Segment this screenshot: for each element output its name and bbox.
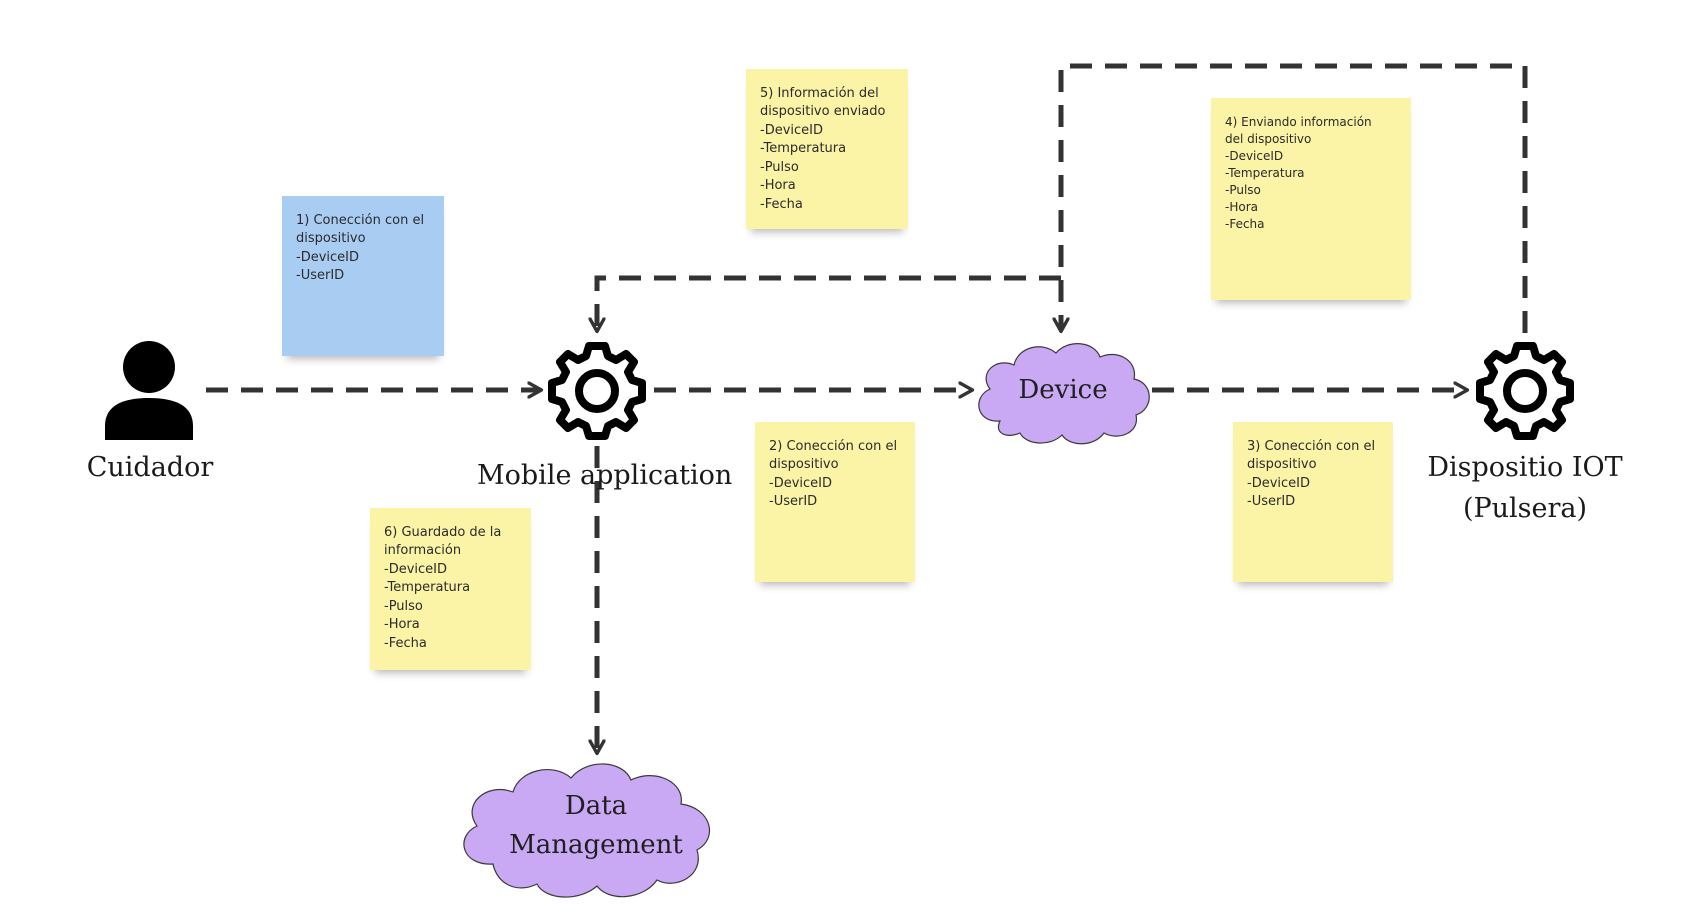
sticky-note-line: dispositivo enviado bbox=[760, 104, 886, 120]
mobile-application-label: Mobile application bbox=[477, 460, 733, 491]
sticky-note-line: -DeviceID bbox=[769, 475, 832, 491]
sticky-note-4[interactable]: 4) Enviando información del dispositivo … bbox=[1211, 98, 1411, 300]
user-icon bbox=[102, 340, 196, 440]
sticky-note-1[interactable]: 1) Conección con el dispositivo -DeviceI… bbox=[282, 196, 444, 356]
connector-device-to-mobile bbox=[597, 275, 1061, 330]
sticky-note-line: -Temperatura bbox=[1225, 166, 1305, 181]
sticky-note-line: -Hora bbox=[384, 617, 420, 633]
device-cloud[interactable] bbox=[970, 335, 1156, 447]
data-management-label-line1: Data bbox=[564, 791, 628, 821]
sticky-note-line: -DeviceID bbox=[1225, 149, 1284, 164]
sticky-note-line: -Hora bbox=[1225, 200, 1258, 215]
sticky-note-line: -Fecha bbox=[384, 635, 427, 651]
sticky-note-line: 4) Enviando información bbox=[1225, 115, 1372, 129]
connector-iot-to-device bbox=[1061, 63, 1528, 333]
sticky-note-line: dispositivo bbox=[296, 231, 366, 247]
sticky-note-line: -UserID bbox=[1247, 494, 1296, 510]
data-management-cloud[interactable] bbox=[453, 752, 739, 902]
sticky-note-line: -DeviceID bbox=[1247, 475, 1310, 491]
sticky-note-line: -UserID bbox=[769, 494, 818, 510]
sticky-note-line: -Hora bbox=[760, 178, 796, 194]
sticky-note-line: 5) Información del bbox=[760, 86, 879, 101]
gear-icon bbox=[547, 341, 647, 441]
sticky-note-3[interactable]: 3) Conección con el dispositivo -DeviceI… bbox=[1233, 422, 1393, 582]
sticky-note-line: -Temperatura bbox=[384, 580, 471, 596]
cuidador-label: Cuidador bbox=[86, 452, 214, 483]
sticky-note-line: -Pulso bbox=[760, 159, 799, 175]
device-label: Device bbox=[1018, 375, 1108, 405]
sticky-note-line: 2) Conección con el bbox=[769, 439, 898, 454]
sticky-note-line: dispositivo bbox=[1247, 457, 1317, 473]
sticky-note-line: -UserID bbox=[296, 268, 345, 284]
sticky-note-line: 3) Conección con el bbox=[1247, 439, 1376, 454]
sticky-note-line: del dispositivo bbox=[1225, 132, 1312, 147]
sticky-note-line: -Temperatura bbox=[760, 141, 847, 157]
iot-label-line2: (Pulsera) bbox=[1462, 493, 1588, 524]
sticky-note-2[interactable]: 2) Conección con el dispositivo -DeviceI… bbox=[755, 422, 915, 582]
sticky-note-line: -DeviceID bbox=[760, 122, 823, 138]
sticky-note-line: 6) Guardado de la bbox=[384, 525, 502, 540]
sticky-note-line: -Pulso bbox=[384, 598, 423, 614]
sticky-note-line: información bbox=[384, 543, 462, 559]
sticky-note-5[interactable]: 5) Información del dispositivo enviado -… bbox=[746, 69, 908, 229]
sticky-note-6[interactable]: 6) Guardado de la información -DeviceID … bbox=[370, 508, 531, 670]
sticky-note-line: -DeviceID bbox=[384, 561, 447, 577]
gear-icon bbox=[1475, 341, 1575, 441]
sticky-note-line: -Fecha bbox=[1225, 217, 1265, 232]
sticky-note-line: dispositivo bbox=[769, 457, 839, 473]
sticky-note-line: -Pulso bbox=[1225, 183, 1261, 198]
sticky-note-line: -Fecha bbox=[760, 196, 803, 212]
iot-label-line1: Dispositio IOT bbox=[1427, 452, 1623, 483]
sticky-note-line: 1) Conección con el bbox=[296, 213, 425, 228]
data-management-label-line2: Management bbox=[509, 830, 683, 860]
sticky-note-line: -DeviceID bbox=[296, 249, 359, 265]
